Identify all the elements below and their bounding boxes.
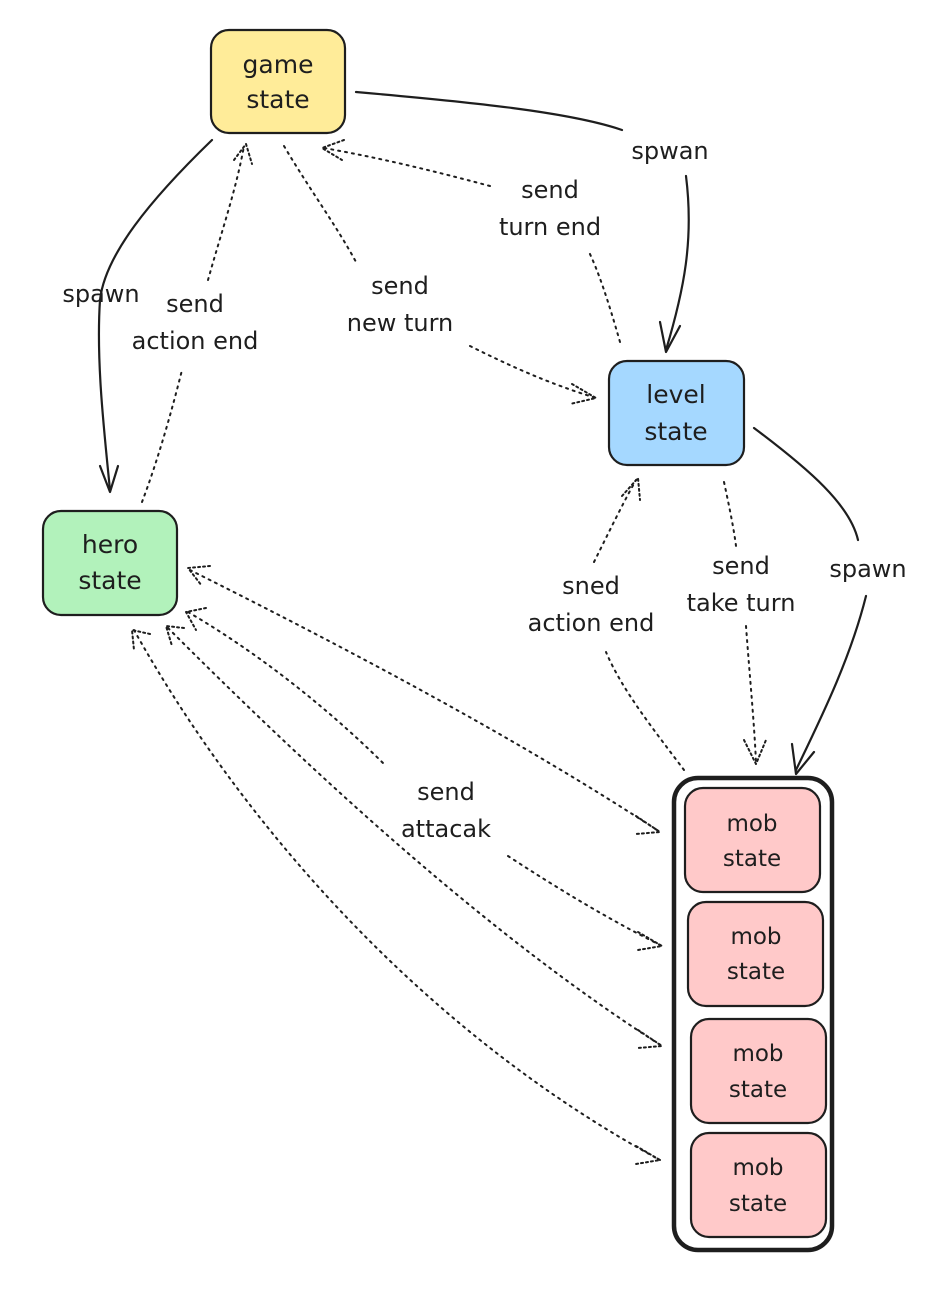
node-mob-state-2: mob state bbox=[686, 900, 825, 1008]
node-hero-state: hero state bbox=[41, 509, 179, 617]
node-level-box bbox=[607, 359, 746, 467]
node-mob-2-line1: mob bbox=[730, 924, 781, 950]
node-hero-line2: state bbox=[78, 566, 141, 595]
node-mob-4-line2: state bbox=[729, 1191, 787, 1217]
edge-level-send-take-turn bbox=[723, 481, 767, 765]
label-level-to-mob-1: send bbox=[712, 552, 770, 580]
node-mob-box-4 bbox=[689, 1131, 828, 1239]
edge-hero-mob-attacks bbox=[131, 565, 663, 1165]
node-mob-box-3 bbox=[689, 1017, 828, 1125]
node-game-line1: game bbox=[243, 50, 314, 79]
label-level-to-game-1: send bbox=[521, 176, 579, 204]
label-hero-to-game-2: action end bbox=[132, 327, 259, 355]
node-hero-line1: hero bbox=[82, 530, 138, 559]
label-mob-to-level-2: action end bbox=[528, 609, 655, 637]
label-level-spawn-mob: spawn bbox=[829, 555, 906, 583]
node-level-line2: state bbox=[644, 417, 707, 446]
node-game-line2: state bbox=[246, 85, 309, 114]
label-level-to-game-2: turn end bbox=[499, 213, 601, 241]
node-mob-1-line2: state bbox=[723, 846, 781, 872]
edge-mob-send-action-end bbox=[593, 477, 685, 771]
node-game-box bbox=[209, 28, 347, 135]
edge-game-send-new-turn bbox=[283, 145, 597, 405]
edge-hero-send-action-end bbox=[141, 143, 253, 503]
label-game-to-level-2: new turn bbox=[347, 309, 454, 337]
label-game-to-hero: spawn bbox=[62, 280, 139, 308]
label-hero-mob-attack-2: attacak bbox=[401, 815, 491, 843]
node-mob-4-line1: mob bbox=[732, 1155, 783, 1181]
label-mob-to-level-1: sned bbox=[562, 572, 620, 600]
node-hero-box bbox=[41, 509, 179, 617]
mob-container: mob state mob state mob state mob state bbox=[671, 775, 835, 1253]
label-hero-mob-attack-1: send bbox=[417, 778, 475, 806]
edge-level-spawn-mob bbox=[752, 426, 868, 776]
node-mob-1-line1: mob bbox=[726, 811, 777, 837]
node-mob-2-line2: state bbox=[727, 959, 785, 985]
node-mob-3-line2: state bbox=[729, 1077, 787, 1103]
node-mob-3-line1: mob bbox=[732, 1041, 783, 1067]
node-level-line1: level bbox=[646, 380, 705, 409]
node-mob-state-4: mob state bbox=[689, 1131, 828, 1239]
node-mob-state-1: mob state bbox=[683, 786, 822, 894]
node-mob-box-1 bbox=[683, 786, 822, 894]
node-game-state: game state bbox=[209, 28, 347, 135]
label-hero-to-game-1: send bbox=[166, 290, 224, 318]
edge-game-spawn-hero bbox=[97, 138, 214, 494]
node-level-state: level state bbox=[607, 359, 746, 467]
edge-game-spawn-level bbox=[354, 90, 690, 354]
label-game-to-level-1: send bbox=[371, 272, 429, 300]
label-level-to-mob-2: take turn bbox=[687, 589, 796, 617]
label-game-spawn-level: spwan bbox=[631, 137, 708, 165]
node-mob-box-2 bbox=[686, 900, 825, 1008]
node-mob-state-3: mob state bbox=[689, 1017, 828, 1125]
edge-level-send-turn-end bbox=[321, 139, 621, 343]
